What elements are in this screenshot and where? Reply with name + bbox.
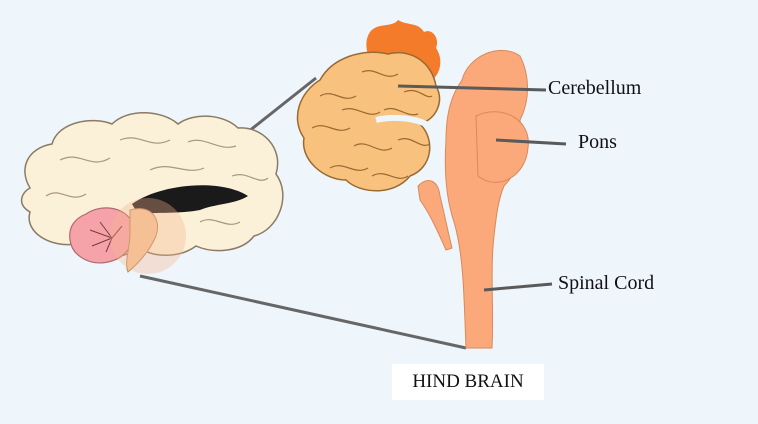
pons-label: Pons — [578, 131, 617, 153]
diagram-title: HIND BRAIN — [392, 364, 544, 400]
whole-brain-illustration — [20, 112, 284, 274]
cerebellum-small — [69, 207, 135, 264]
cerebellum-illustration — [296, 20, 441, 192]
pons-bulge — [475, 111, 529, 183]
spinal-cord-pointer — [483, 282, 553, 292]
pointer-lines — [397, 84, 567, 292]
spinal-cord-label: Spinal Cord — [558, 272, 655, 294]
brainstem-small — [126, 208, 158, 273]
corpus-callosum — [132, 185, 248, 214]
pons-and-medulla — [444, 49, 528, 349]
cerebellum-pointer — [397, 84, 547, 92]
zoom-highlight-circle — [110, 198, 186, 274]
brainstem-illustration — [417, 49, 529, 349]
peduncle — [417, 180, 453, 251]
pons-pointer — [495, 138, 567, 146]
fourth-ventricle-gap — [375, 114, 428, 127]
cerebellum-label: Cerebellum — [548, 77, 642, 99]
